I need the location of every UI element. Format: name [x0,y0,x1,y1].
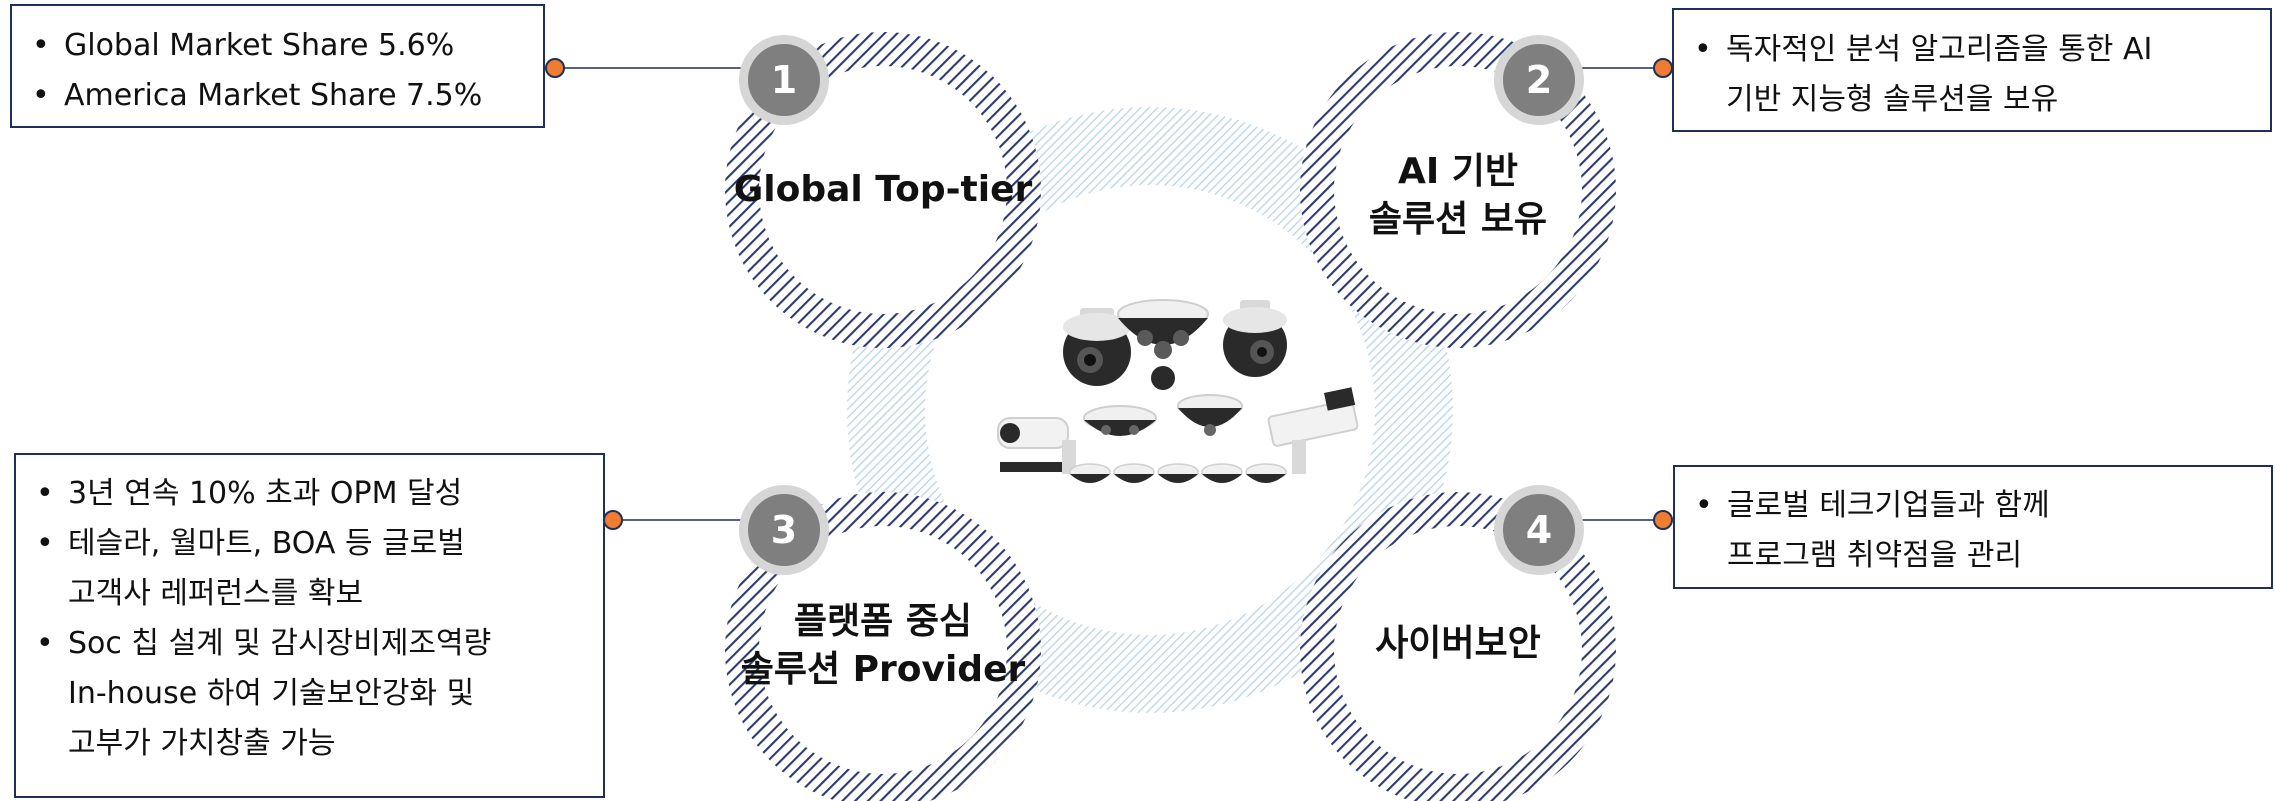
bullet-item: 테슬라, 월마트, BOA 등 글로벌 고객사 레퍼런스를 확보 [26,519,603,619]
item-label-line: Global Top-tier [733,169,1033,210]
item-number: 2 [1525,58,1553,102]
description-box-3: 3년 연속 10% 초과 OPM 달성 테슬라, 월마트, BOA 등 글로벌 … [14,453,605,798]
item-label-line: 솔루션 Provider [740,649,1026,690]
item-label-3: 플랫폼 중심 솔루션 Provider [718,598,1048,694]
bullet-line: 글로벌 테크기업들과 함께 [1727,488,2050,523]
bullet-line: 프로그램 취약점을 관리 [1727,538,2023,573]
item-number-badge-4: 4 [1494,485,1584,575]
mini-dome-row-icon [1069,463,1287,483]
bullet-item: America Market Share 7.5% [22,71,543,121]
item-label-line: 사이버보안 [1375,623,1541,664]
item-number: 1 [770,58,798,102]
item-label-line: AI 기반 [1397,151,1519,192]
item-number-badge-2: 2 [1494,35,1584,125]
item-label-4: 사이버보안 [1308,620,1608,668]
item-number: 4 [1525,508,1553,552]
item-ring-3 [725,492,1041,801]
bullet-line: 기반 지능형 솔루션을 보유 [1726,82,2059,117]
bullet-line: 테슬라, 월마트, BOA 등 글로벌 [68,526,465,561]
bullet-line: 고객사 레퍼런스를 확보 [68,576,364,611]
item-number: 3 [770,508,798,552]
item-ring-2 [1300,32,1616,348]
dome-camera-icon [1083,405,1157,436]
box-camera-icon [1267,387,1359,474]
bullet-item: 3년 연속 10% 초과 OPM 달성 [26,469,603,519]
bullet-item: 독자적인 분석 알고리즘을 통한 AI 기반 지능형 솔루션을 보유 [1684,25,2270,125]
item-label-line: 솔루션 보유 [1368,199,1548,240]
bullet-line: 독자적인 분석 알고리즘을 통한 AI [1726,32,2153,67]
bullet-line: In-house 하여 기술보안강화 및 [68,676,475,711]
ptz-camera-left-icon [1063,308,1131,386]
bullet-item: Global Market Share 5.6% [22,21,543,71]
ptz-camera-right-icon [1223,300,1287,377]
bullet-line: 3년 연속 10% 초과 OPM 달성 [68,476,463,511]
bullet-line: Soc 칩 설계 및 감시장비제조역량 [68,626,492,661]
bullet-item: Soc 칩 설계 및 감시장비제조역량 In-house 하여 기술보안강화 및… [26,619,603,769]
item-number-badge-1: 1 [739,35,829,125]
description-box-2: 독자적인 분석 알고리즘을 통한 AI 기반 지능형 솔루션을 보유 [1672,8,2272,132]
bullet-line: America Market Share 7.5% [64,78,483,113]
item-label-1: Global Top-tier [733,166,1033,214]
bullet-line: Global Market Share 5.6% [64,28,455,63]
cctv-camera-cluster-icon [997,299,1359,483]
bullet-line: 고부가 가치창출 가능 [68,726,336,761]
multisensor-dome-camera-icon [1117,299,1209,390]
turret-camera-icon [1177,394,1243,436]
bullet-item: 글로벌 테크기업들과 함께 프로그램 취약점을 관리 [1685,481,2271,581]
description-box-4: 글로벌 테크기업들과 함께 프로그램 취약점을 관리 [1673,465,2273,589]
item-number-badge-3: 3 [739,485,829,575]
item-label-line: 플랫폼 중심 [793,601,973,642]
bullet-camera-left-icon [997,417,1076,474]
item-label-2: AI 기반 솔루션 보유 [1308,148,1608,244]
description-box-1: Global Market Share 5.6% America Market … [10,4,545,128]
